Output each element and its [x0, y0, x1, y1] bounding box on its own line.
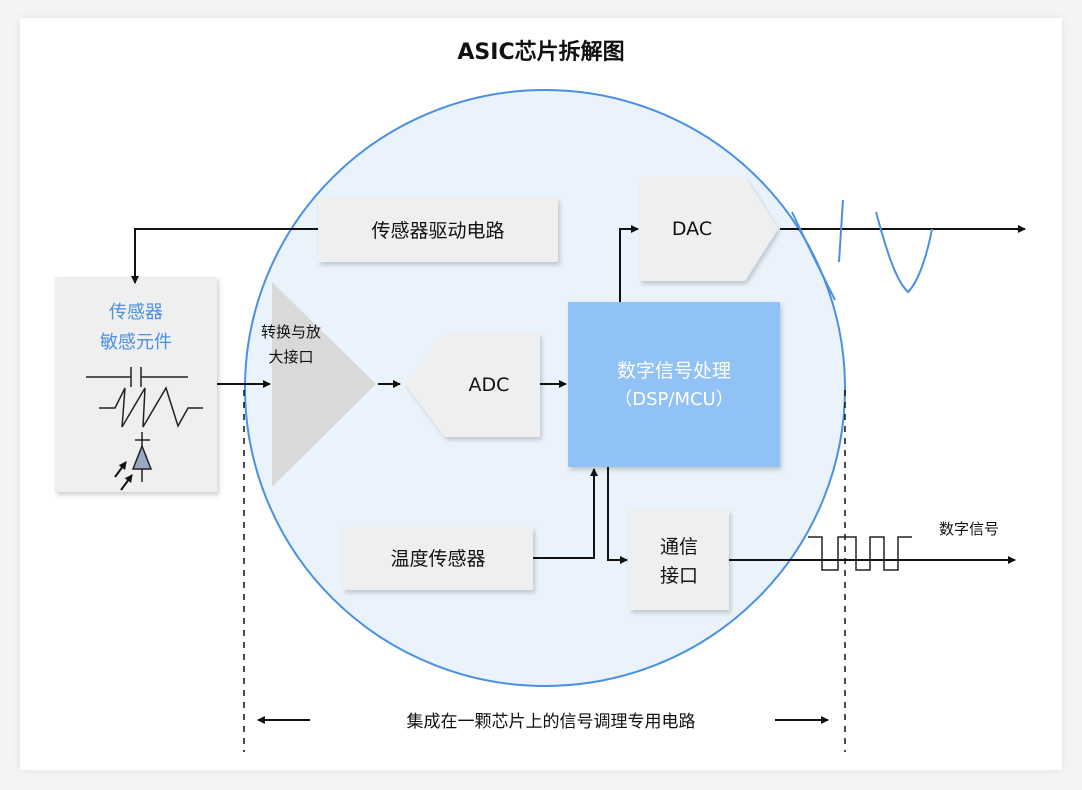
dsp-to-comm-arrow: [607, 467, 628, 564]
sensor-label-line2: 敏感元件: [100, 332, 172, 353]
sensor-label-line1: 传感器: [109, 302, 163, 323]
diagram-title: ASIC芯片拆解图: [457, 39, 624, 65]
dsp-label-line1: 数字信号处理: [617, 360, 731, 382]
sensor-element-block: 传感器 敏感元件: [55, 277, 217, 492]
footer-label: 集成在一颗芯片上的信号调理专用电路: [407, 712, 696, 732]
comm-label-line2: 接口: [660, 565, 698, 587]
temperature-sensor-label: 温度传感器: [390, 548, 485, 570]
dac-block: DAC: [640, 177, 778, 281]
temp-to-dsp-arrow: [533, 468, 598, 559]
adc-block: ADC: [405, 333, 540, 437]
capacitor-icon: [86, 367, 188, 387]
dac-label: DAC: [672, 218, 712, 240]
digital-square-wave-icon: [808, 536, 912, 571]
comm-label-line1: 通信: [660, 536, 698, 558]
sensor-driver-block: 传感器驱动电路: [318, 198, 558, 262]
photodiode-icon: [114, 432, 153, 491]
dsp-label-line2: （DSP/MCU）: [614, 389, 733, 410]
analog-waveform-icon: [791, 199, 933, 301]
driver-to-sensor-arrow: [131, 228, 318, 284]
temperature-sensor-block: 温度传感器: [343, 527, 533, 590]
dsp-to-dac-arrow: [619, 225, 639, 302]
resistor-icon: [99, 386, 203, 428]
amplifier-label-line1: 转换与放: [261, 323, 321, 341]
communication-interface-block: 通信 接口: [629, 510, 729, 610]
amplifier-label-line2: 大接口: [268, 348, 313, 366]
digital-signal-label: 数字信号: [939, 520, 999, 538]
dsp-block: 数字信号处理 （DSP/MCU）: [568, 302, 780, 467]
adc-label: ADC: [469, 374, 510, 396]
amplifier-interface-block: 转换与放 大接口: [261, 282, 376, 487]
sensor-driver-label: 传感器驱动电路: [371, 220, 504, 242]
signal-connectors: [131, 225, 1026, 564]
